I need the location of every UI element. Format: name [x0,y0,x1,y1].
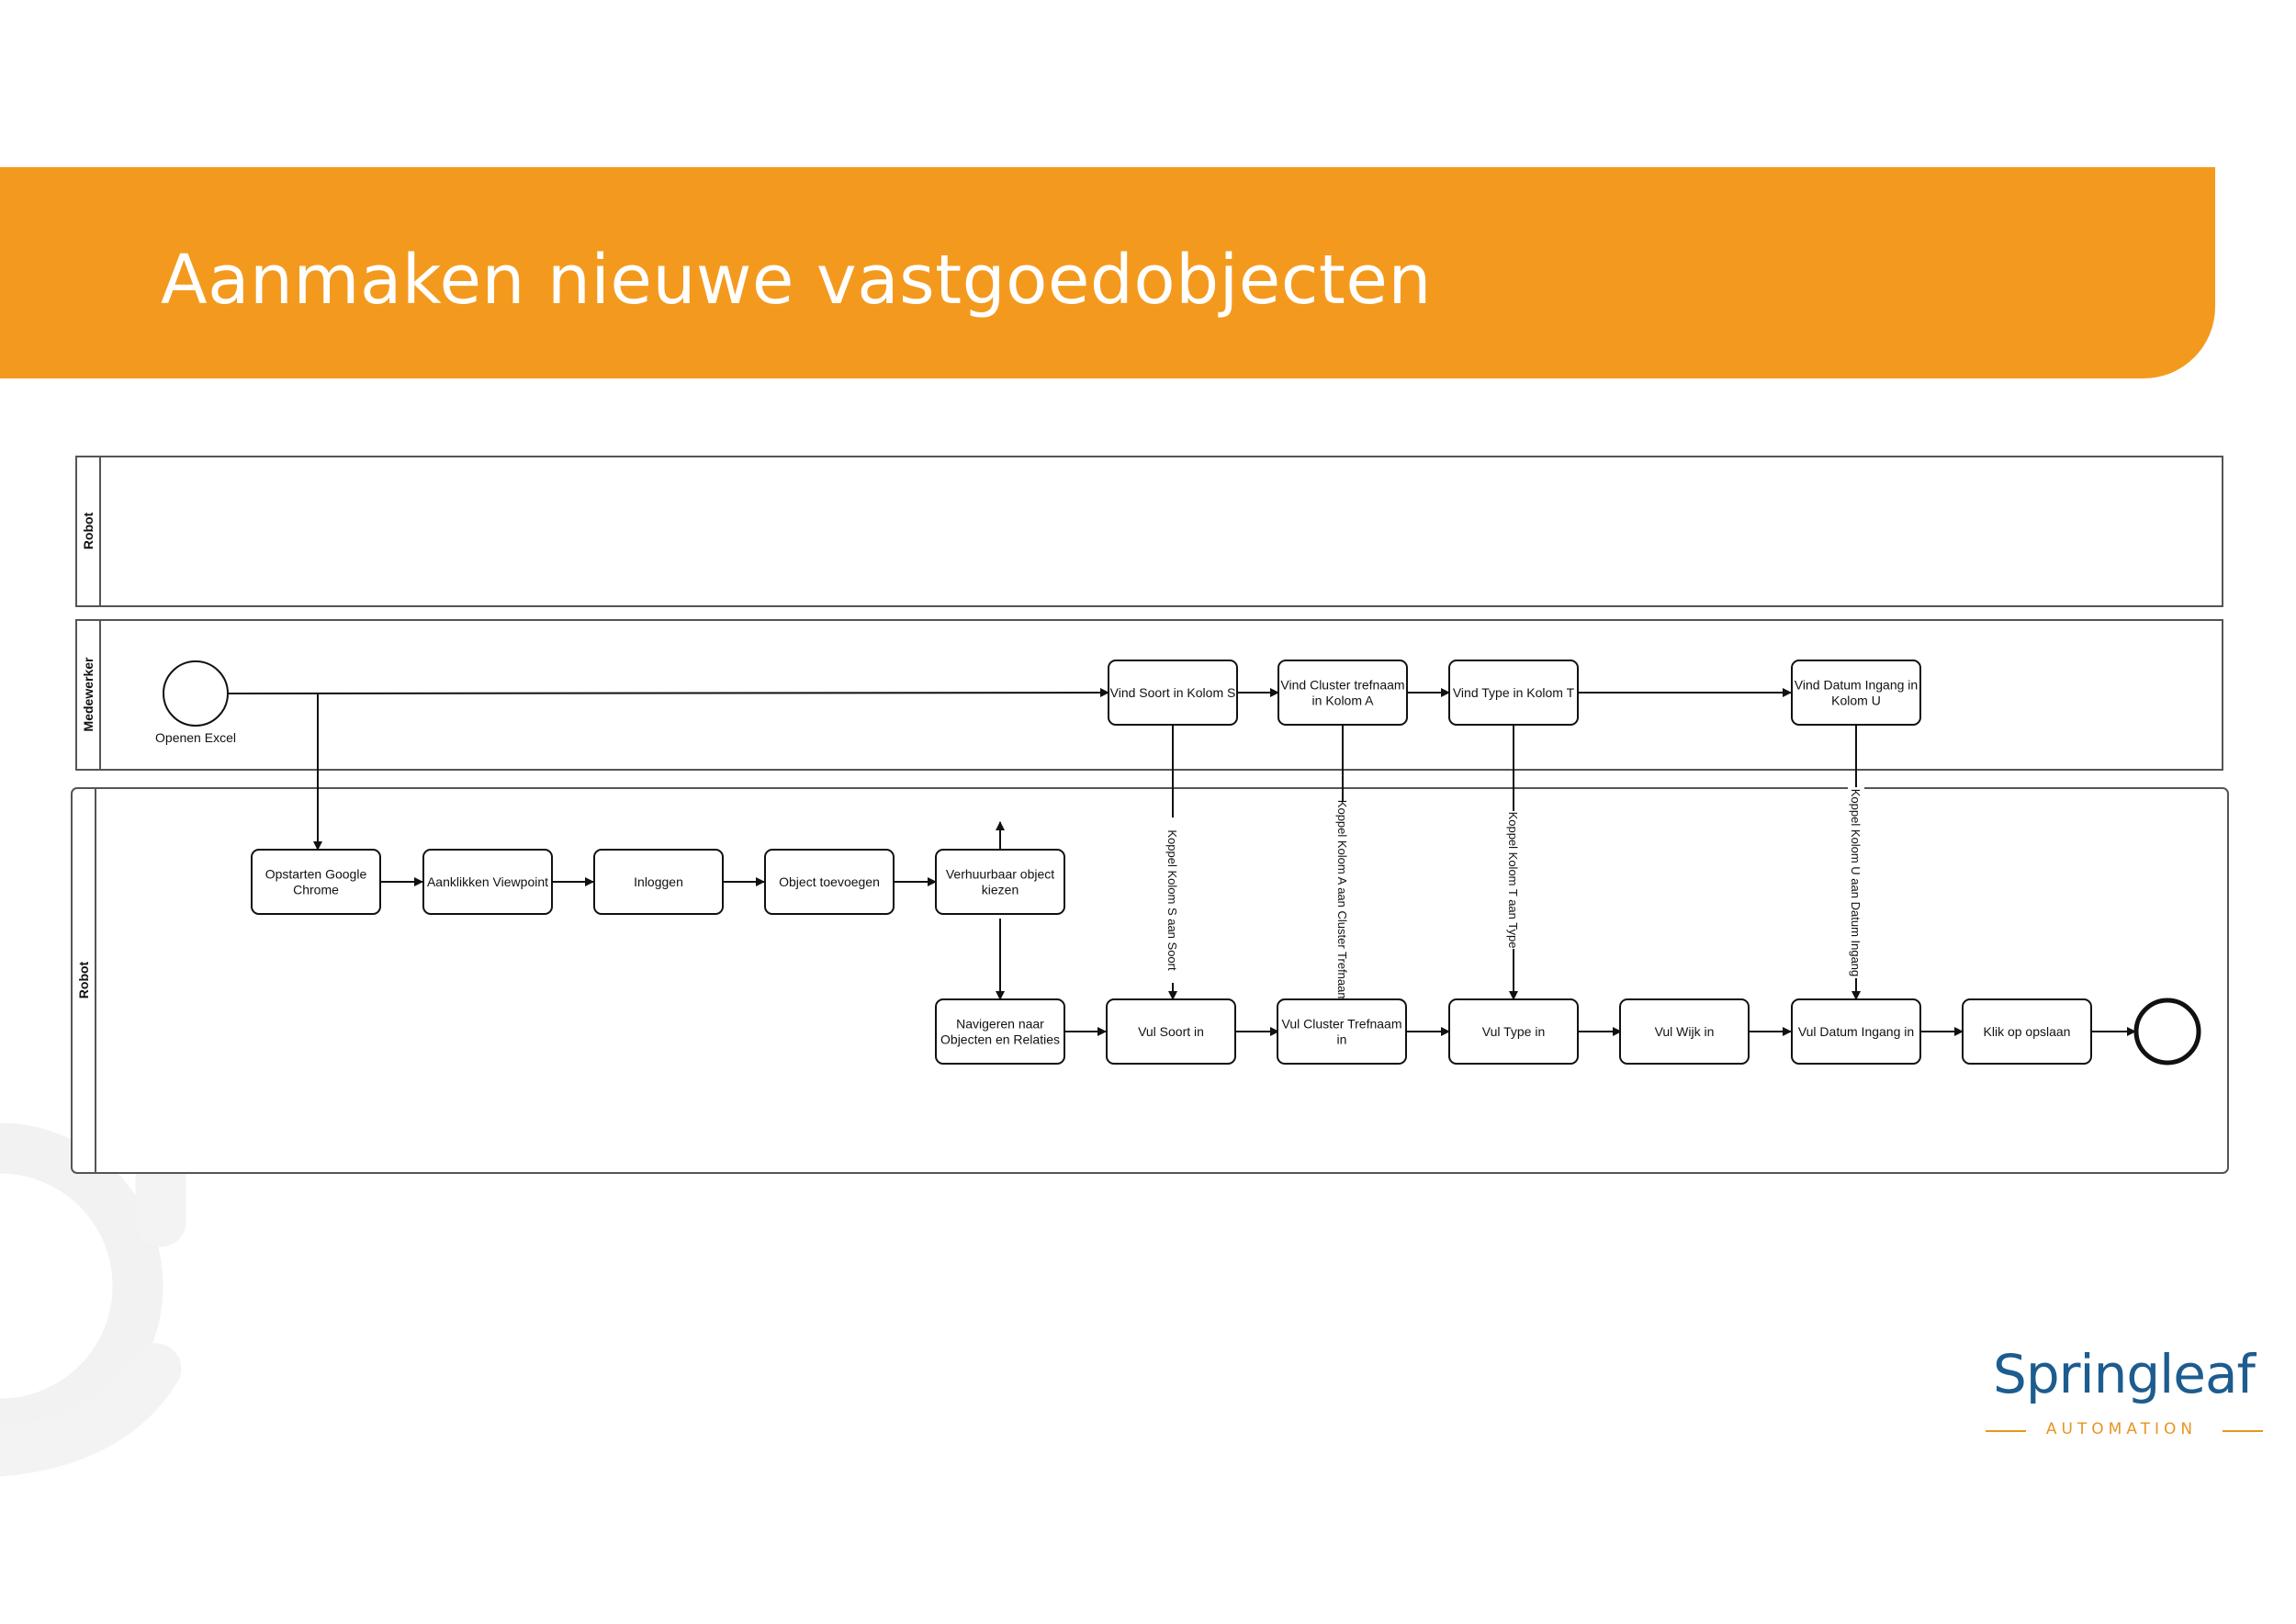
task-label: kiezen [982,883,1019,897]
task-klik-opslaan: Klik op opslaan [1962,998,2092,1065]
task-box [1791,998,1921,1065]
task-label: Vind Soort in Kolom S [1110,685,1236,700]
task-vind-type: Vind Type in Kolom T [1448,660,1579,726]
task-box [1619,998,1750,1065]
task-box [251,849,381,915]
task-box [1791,660,1921,726]
task-label: Aanklikken Viewpoint [427,874,548,889]
task-vul-type: Vul Type in [1448,998,1579,1065]
task-label: Vul Cluster Trefnaam [1282,1017,1402,1032]
task-box [1448,660,1579,726]
task-label: in Kolom A [1312,694,1375,708]
task-label: Opstarten Google [265,867,367,882]
task-label: Verhuurbaar object [946,867,1054,882]
task-box [422,849,553,915]
task-viewpoint: Aanklikken Viewpoint [422,849,553,915]
edge-label-koppel-a: Koppel Kolom A aan Cluster Trefnaam [1335,800,1349,1002]
task-label: Navigeren naar [956,1017,1044,1032]
task-label: Vul Wijk in [1655,1024,1715,1039]
swimlane-robot-top: Robot [75,456,2223,607]
task-label: Klik op opslaan [1984,1024,2071,1039]
task-vul-soort: Vul Soort in [1106,998,1236,1065]
task-box [764,849,895,915]
task-box [1277,660,1408,726]
logo-wordmark: Springleaf [1993,1343,2256,1405]
logo-subtitle: AUTOMATION [2045,1420,2198,1438]
task-label: Kolom U [1831,694,1881,708]
task-box [1108,660,1238,726]
page-title: Aanmaken nieuwe vastgoedobjecten [161,241,1432,320]
task-box [1448,998,1579,1065]
lane-label: Robot [76,961,91,998]
logo-divider-right [2223,1430,2263,1432]
title-banner [0,167,2215,378]
task-label: Object toevoegen [779,874,880,889]
task-label: Chrome [293,883,339,897]
task-label: Vul Type in [1482,1024,1546,1039]
task-label: Vul Soort in [1138,1024,1204,1039]
swimlane-robot-main: Robot [71,787,2229,1174]
start-event-label: Openen Excel [155,730,236,745]
logo-divider-left [1986,1430,2026,1432]
edge-label-koppel-u: Koppel Kolom U aan Datum Ingang [1849,789,1863,977]
end-event [2133,998,2201,1066]
task-box [935,998,1065,1065]
edge-label-koppel-t: Koppel Kolom T aan Type [1506,812,1520,949]
lane-label: Medewerker [81,657,96,731]
task-box [593,849,724,915]
task-label: Objecten en Relaties [940,1032,1060,1047]
task-box [1277,998,1407,1065]
edge-label-koppel-s: Koppel Kolom S aan Soort [1165,829,1179,971]
task-box [1106,998,1236,1065]
task-label: Vind Cluster trefnaam [1280,678,1404,693]
task-label: Inloggen [634,874,683,889]
lane-label: Robot [81,512,96,549]
task-vul-wijk: Vul Wijk in [1619,998,1750,1065]
task-box [1962,998,2092,1065]
task-vind-soort: Vind Soort in Kolom S [1108,660,1238,726]
task-label: Vind Datum Ingang in [1795,678,1918,693]
task-vul-datum: Vul Datum Ingang in [1791,998,1921,1065]
task-label: in [1337,1032,1347,1047]
task-inloggen: Inloggen [593,849,724,915]
task-box [935,849,1065,915]
tasks: Vind Soort in Kolom S Vind Cluster trefna… [251,660,2092,1065]
task-label: Vul Datum Ingang in [1798,1024,1914,1039]
edge-labels: Koppel Kolom S aan Soort Koppel Kolom A … [1165,787,1864,1002]
task-object-toevoegen: Object toevoegen [764,849,895,915]
task-label: Vind Type in Kolom T [1453,685,1575,700]
start-event: Openen Excel [155,660,236,745]
